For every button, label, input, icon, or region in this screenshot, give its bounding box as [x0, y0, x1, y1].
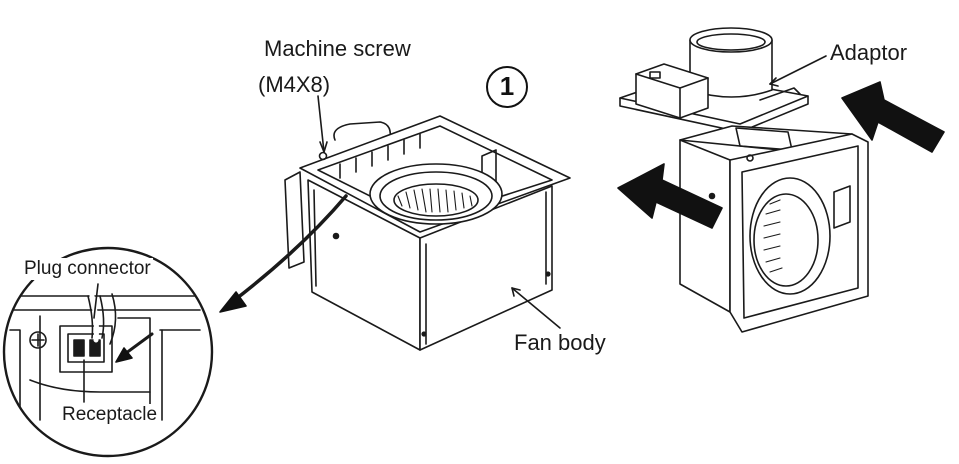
adaptor-leader — [769, 55, 827, 85]
step-number-badge: 1 — [486, 66, 528, 108]
fan-body-label: Fan body — [514, 330, 606, 355]
machine-screw-label: Machine screw — [264, 36, 411, 61]
receptacle-label: Receptacle — [60, 404, 160, 426]
adaptor-illustration — [619, 27, 809, 133]
assembled-fan-body-illustration — [679, 125, 869, 333]
fan-body-illustration — [284, 115, 571, 351]
machine-screw-size-label: (M4X8) — [258, 72, 331, 97]
magnified-detail — [2, 246, 214, 458]
plug-connector-label: Plug connector — [22, 258, 153, 280]
adaptor-label: Adaptor — [830, 40, 908, 65]
plug-connector-leader — [93, 283, 99, 319]
fan-body-leader — [511, 287, 561, 329]
detail-callout-arrow — [230, 194, 348, 304]
machine-screw-leader — [317, 95, 325, 153]
left-push-arrow — [617, 163, 723, 229]
right-push-arrow — [841, 81, 945, 153]
detail-callout-arrowhead — [219, 291, 247, 313]
